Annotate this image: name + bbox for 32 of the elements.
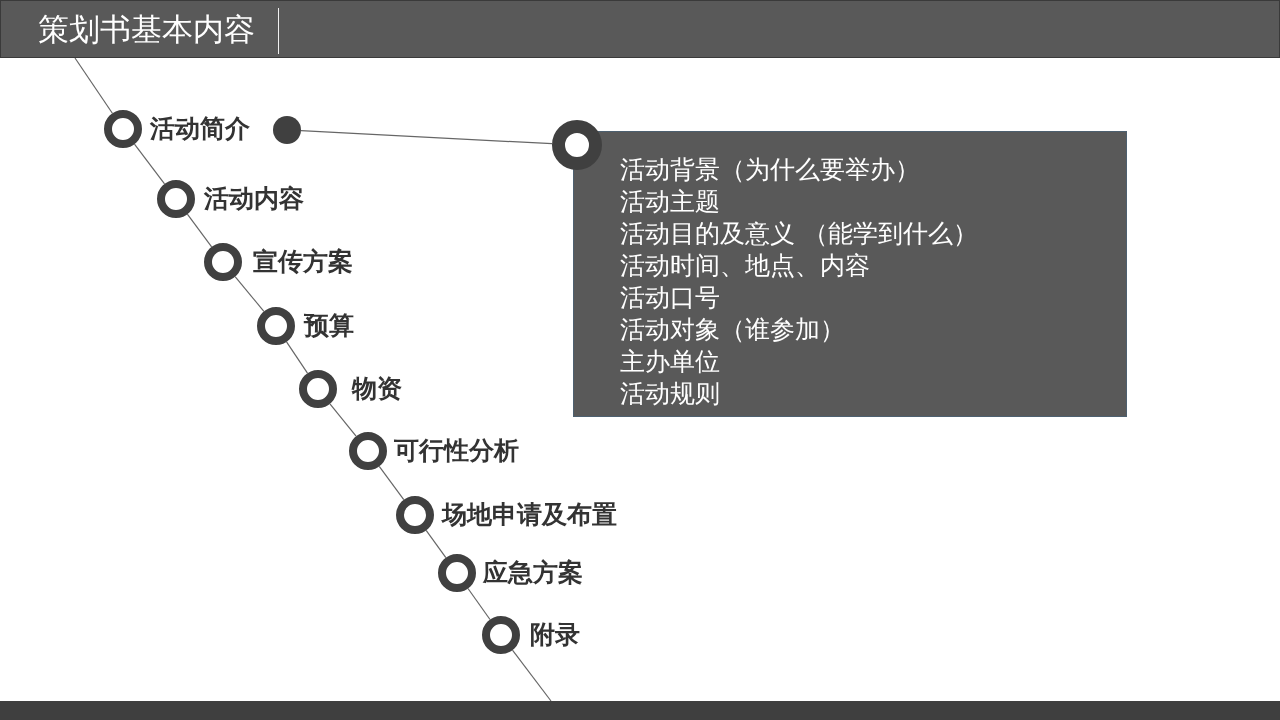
connector-line (234, 276, 265, 312)
item-label: 宣传方案 (253, 246, 353, 278)
item-label: 应急方案 (483, 557, 583, 589)
connector-line (511, 649, 552, 702)
title-text: 策划书基本内容 (38, 10, 255, 49)
item-label: 活动内容 (204, 183, 304, 215)
item-label: 可行性分析 (394, 435, 519, 467)
item-label: 场地申请及布置 (442, 499, 617, 531)
item-label: 附录 (530, 619, 580, 651)
footer-bar (0, 701, 1280, 720)
connector-line (300, 130, 553, 145)
connector-line (186, 213, 213, 248)
connector-line (133, 143, 166, 185)
connector-line (329, 403, 357, 437)
list-item-text: 活动规则 (620, 378, 720, 410)
connector-line (378, 465, 405, 501)
list-item-text: 活动目的及意义 （能学到什么） (620, 218, 978, 250)
item-label: 活动简介 (150, 113, 250, 145)
connector-line (425, 529, 447, 559)
list-item-text: 活动背景（为什么要举办） (620, 154, 920, 186)
list-item-text: 活动时间、地点、内容 (620, 250, 870, 282)
item-label: 物资 (352, 373, 402, 405)
list-item-text: 活动口号 (620, 282, 720, 314)
connector-line (74, 57, 113, 114)
header-bar (0, 0, 1280, 58)
list-item-text: 活动对象（谁参加） (620, 314, 845, 346)
connector-line (467, 587, 491, 621)
item-label: 预算 (304, 310, 354, 342)
list-item-text: 主办单位 (620, 346, 720, 378)
list-item-text: 活动主题 (620, 186, 720, 218)
connector-line (285, 341, 309, 374)
content-panel (573, 131, 1127, 417)
